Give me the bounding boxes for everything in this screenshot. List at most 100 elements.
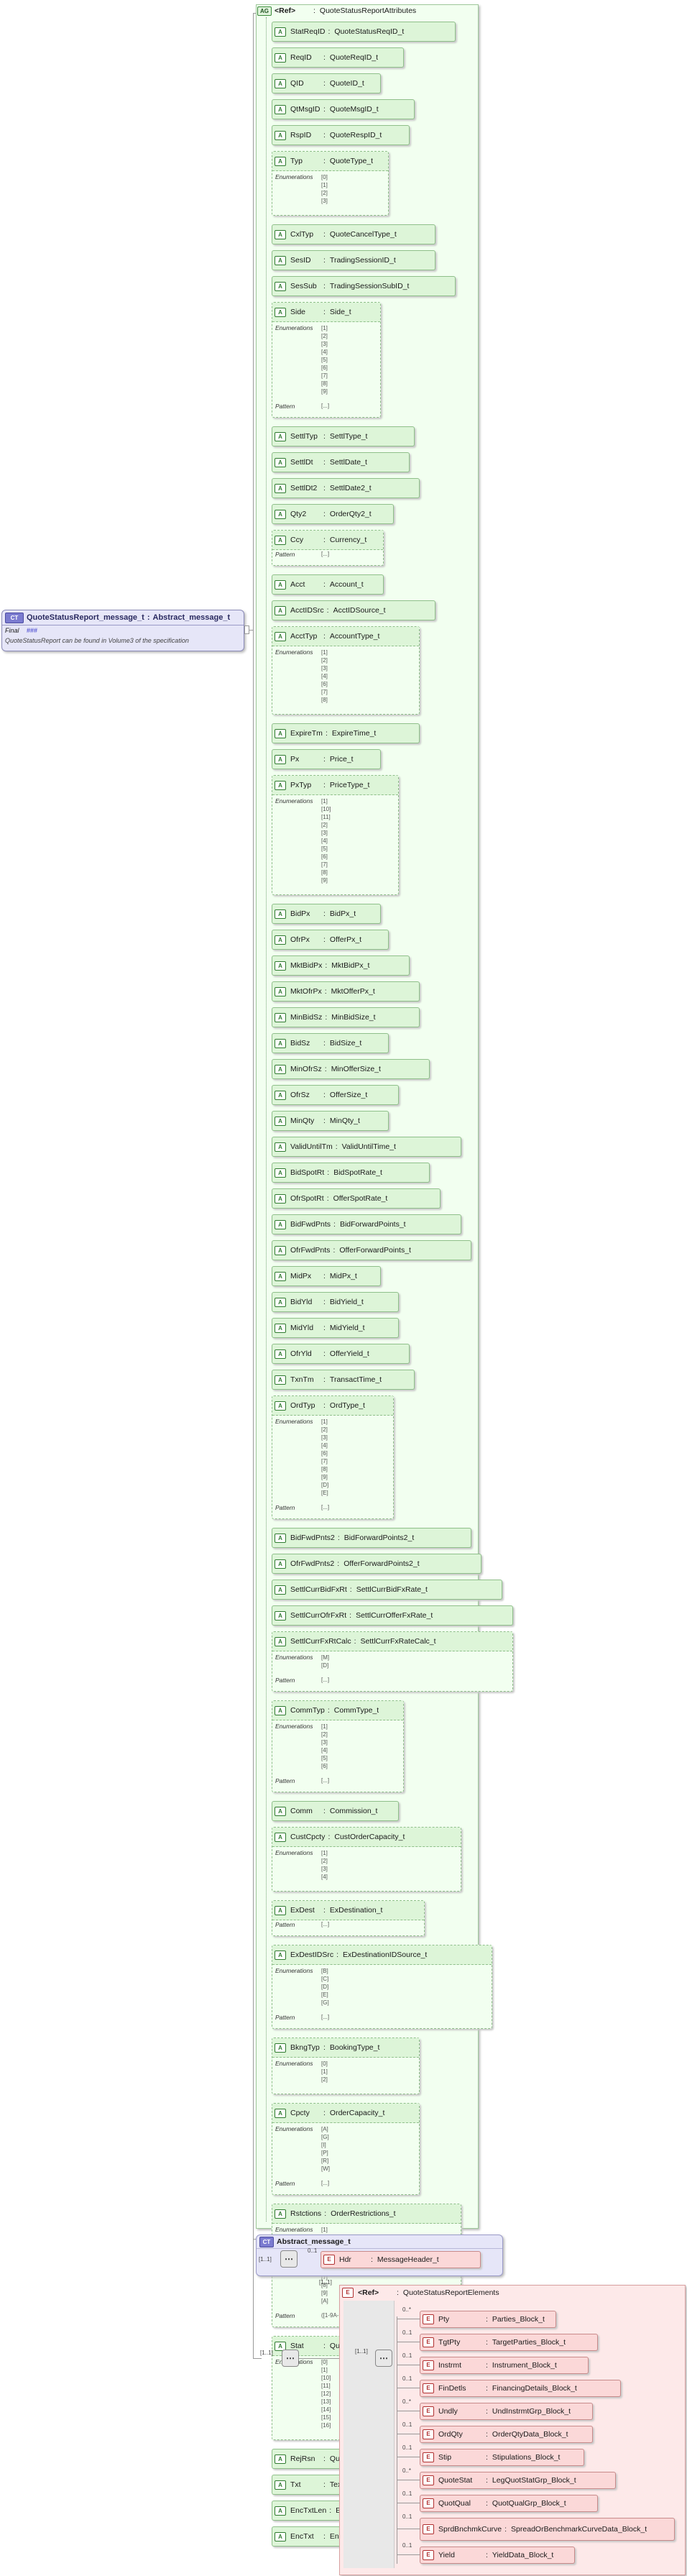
hdr-element[interactable]: E Hdr : MessageHeader_t — [321, 2251, 481, 2268]
enumeration-value: [E] — [321, 1991, 328, 1998]
enumeration-value: [2] — [321, 2076, 328, 2083]
abstract-header: CT Abstract_message_t — [257, 2235, 502, 2249]
attribute-name: ValidUntilTm — [290, 1142, 333, 1151]
trunk-line — [253, 13, 254, 2358]
element-name: OrdQty — [438, 2430, 463, 2439]
element-group-header[interactable]: E <Ref> : QuoteStatusReportElements — [342, 2288, 499, 2298]
sequence-icon[interactable]: ⋯ — [280, 2250, 298, 2268]
attribute-type: Commission_t — [329, 1807, 378, 1815]
attribute-sep: : — [349, 1611, 352, 1620]
attribute-name: Comm — [290, 1807, 313, 1815]
element-sep: : — [486, 2453, 488, 2462]
enumeration-value: [16] — [321, 2422, 331, 2429]
complex-type-icon: CT — [5, 612, 24, 623]
enumeration-value: [4] — [321, 349, 328, 355]
element-type: UndInstrmtGrp_Block_t — [492, 2407, 571, 2416]
attribute-name: Stat — [290, 2342, 304, 2350]
attribute-group-header[interactable]: AG <Ref> : QuoteStatusReportAttributes — [257, 4, 416, 17]
attribute-icon: A — [275, 780, 286, 790]
enumeration-value: [9] — [321, 1474, 328, 1480]
attribute-name: BidFwdPnts2 — [290, 1534, 335, 1542]
attribute-name: CommTyp — [290, 1706, 325, 1715]
attribute-sep: : — [323, 230, 326, 239]
sequence-icon[interactable]: ⋯ — [375, 2350, 392, 2367]
root-complex-type[interactable]: CT QuoteStatusReport_message_t : Abstrac… — [1, 610, 244, 651]
sequence-icon[interactable]: ⋯ — [282, 2350, 299, 2367]
element-sep: : — [486, 2551, 488, 2559]
attribute-type: QuoteMsgID_t — [329, 105, 379, 114]
enumeration-value: [13] — [321, 2398, 331, 2405]
attribute-icon: A — [275, 281, 286, 291]
attribute-name: RspID — [290, 131, 312, 139]
element-type: YieldData_Block_t — [492, 2551, 554, 2559]
attribute-type: ExDestinationIDSource_t — [343, 1951, 428, 1959]
